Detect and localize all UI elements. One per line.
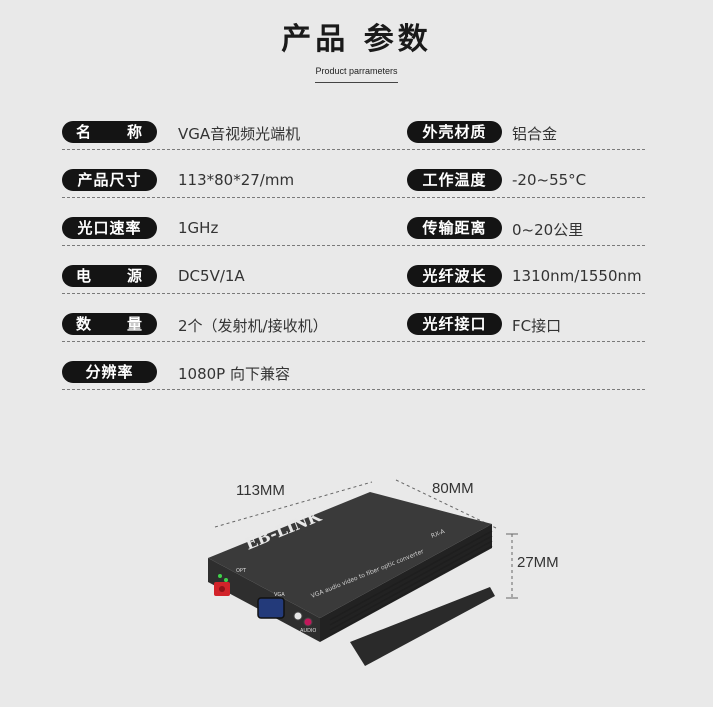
spec-row: 产品尺寸 113*80*27/mm 工作温度 -20~55°C [62, 161, 645, 209]
spec-value: DC5V/1A [178, 267, 245, 285]
spec-label: 外壳材质 [407, 121, 502, 143]
spec-value: 1GHz [178, 219, 219, 237]
spec-label: 电 源 [62, 265, 157, 287]
device-svg: EB-LINK VGA audio video to fiber optic c… [208, 479, 518, 666]
audio-port-icon [293, 611, 303, 621]
status-led-icon [218, 574, 222, 578]
port-label-vga: VGA [274, 592, 285, 598]
dimension-line-width [395, 479, 497, 529]
audio-port-icon [303, 617, 313, 627]
spec-label: 名 称 [62, 121, 157, 143]
spec-row: 分辨率 1080P 向下兼容 [62, 353, 645, 401]
spec-label: 数 量 [62, 313, 157, 335]
spec-row: 数 量 2个（发射机/接收机） 光纤接口 FC接口 [62, 305, 645, 353]
spec-value: 113*80*27/mm [178, 171, 295, 189]
device-illustration: 113MM 80MM 27MM EB-LINK VGA audio video … [200, 470, 580, 690]
page-title: 产品 参数 [281, 22, 432, 57]
page-subtitle: Product parrameters [315, 66, 398, 83]
device-top-panel [208, 492, 492, 618]
page-header: 产品 参数 Product parrameters [0, 14, 713, 83]
dimension-length: 113MM [236, 482, 285, 499]
spec-label: 光纤波长 [407, 265, 502, 287]
spec-value: VGA音视频光端机 [178, 125, 301, 143]
dimension-height: 27MM [517, 554, 559, 571]
spec-value: 1310nm/1550nm [512, 267, 642, 285]
spec-row: 名 称 VGA音视频光端机 外壳材质 铝合金 [62, 113, 645, 161]
spec-value: 铝合金 [512, 125, 558, 143]
dimension-width: 80MM [432, 480, 474, 497]
spec-row: 光口速率 1GHz 传输距离 0~20公里 [62, 209, 645, 257]
spec-value: 1080P 向下兼容 [178, 365, 290, 383]
spec-label: 光口速率 [62, 217, 157, 239]
vga-port-icon [257, 597, 285, 619]
spec-table: 名 称 VGA音视频光端机 外壳材质 铝合金 产品尺寸 113*80*27/mm… [62, 113, 645, 401]
port-label-audio: AUDIO [300, 628, 316, 634]
spec-label: 光纤接口 [407, 313, 502, 335]
spec-value: -20~55°C [512, 171, 587, 189]
spec-row: 电 源 DC5V/1A 光纤波长 1310nm/1550nm [62, 257, 645, 305]
spec-label: 工作温度 [407, 169, 502, 191]
spec-value: 2个（发射机/接收机） [178, 317, 328, 335]
spec-label: 产品尺寸 [62, 169, 157, 191]
spec-value: 0~20公里 [512, 221, 584, 239]
port-label-opt: OPT [236, 568, 247, 574]
status-led-icon [224, 578, 228, 582]
device-base-flange [350, 587, 495, 666]
spec-value: FC接口 [512, 317, 562, 335]
spec-label: 分辨率 [62, 361, 157, 383]
spec-label: 传输距离 [407, 217, 502, 239]
